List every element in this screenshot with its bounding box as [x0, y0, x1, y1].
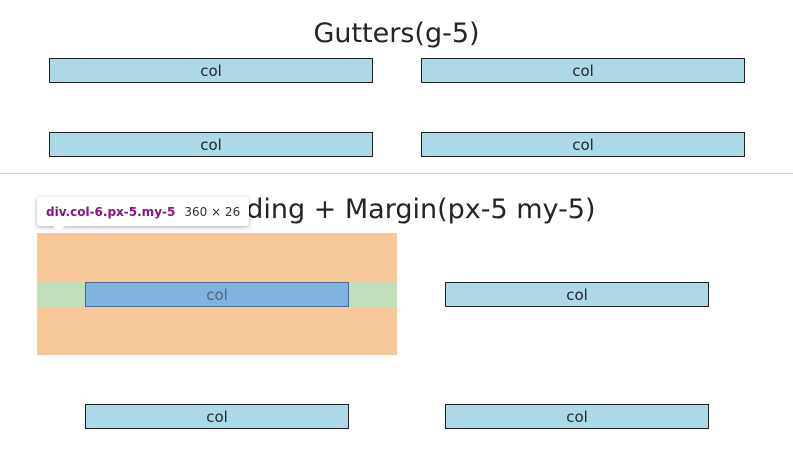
tooltip-size: 360 × 26: [184, 204, 241, 219]
gutter-col-3: col: [49, 132, 373, 157]
padding-col-4: col: [445, 404, 709, 429]
padding-col-2: col: [445, 282, 709, 307]
gutter-col-1: col: [49, 58, 373, 83]
inspector-tooltip: div.col-6.px-5.my-5 360 × 26: [37, 197, 250, 232]
padding-col-3: col: [85, 404, 349, 429]
gutter-col-2: col: [421, 58, 745, 83]
tooltip-arrow: [53, 226, 65, 232]
gutter-col-4: col: [421, 132, 745, 157]
section-divider: [0, 173, 793, 174]
gutters-heading: Gutters(g-5): [313, 18, 480, 49]
padding-col-1-inspected[interactable]: col: [85, 282, 349, 307]
tooltip-selector: div.col-6.px-5.my-5: [46, 204, 176, 219]
padding-margin-heading: Padding + Margin(px-5 my-5): [197, 194, 596, 225]
